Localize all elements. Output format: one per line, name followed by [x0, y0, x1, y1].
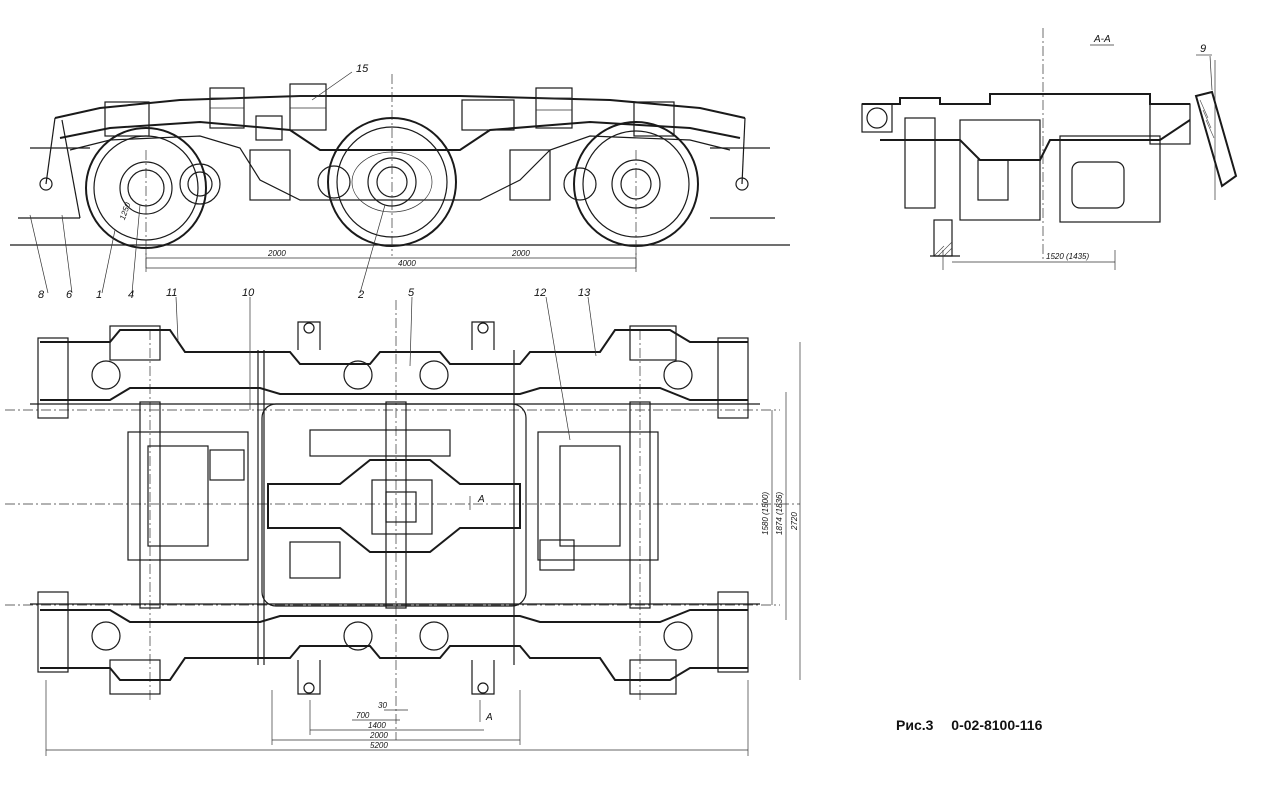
dim-plan-1874: 1874 (1836): [775, 492, 784, 535]
part-label-5: 5: [408, 287, 415, 299]
dim-side-left: 2000: [267, 249, 286, 258]
dim-wheel-diameter: 1250: [118, 201, 133, 221]
part-label-10: 10: [242, 287, 255, 299]
plan-view: A A 30 700 1400 2000 5200 1580 (1500) 18…: [5, 287, 801, 756]
part-label-6: 6: [66, 289, 73, 301]
section-a-a-view: A-A 1520 (1435) 9: [861, 28, 1238, 270]
dim-gauge: 1520 (1435): [1046, 252, 1089, 261]
part-label-12: 12: [534, 287, 546, 299]
dim-plan-700: 700: [356, 711, 370, 720]
side-elevation-view: 2000 2000 4000 1250 8 6 1 4 2 15: [10, 63, 790, 301]
figure-caption: Рис.3 0-02-8100-116: [896, 717, 1056, 733]
part-label-8: 8: [38, 289, 45, 301]
dim-plan-1580: 1580 (1500): [761, 492, 770, 535]
part-label-4: 4: [128, 289, 134, 301]
dim-side-right: 2000: [511, 249, 530, 258]
dim-side-total: 4000: [398, 259, 416, 268]
part-label-9: 9: [1200, 43, 1206, 55]
drawing-number: 0-02-8100-116: [951, 717, 1043, 733]
section-marker-a-top: A: [477, 494, 485, 505]
part-label-1: 1: [96, 289, 102, 301]
part-label-2: 2: [357, 289, 364, 301]
part-label-11: 11: [166, 287, 177, 299]
figure-number: Рис.3: [896, 717, 934, 733]
dim-plan-30: 30: [378, 701, 387, 710]
dim-plan-1400: 1400: [368, 721, 386, 730]
dim-plan-2000: 2000: [369, 731, 388, 740]
section-marker-a-bottom: A: [485, 712, 493, 723]
part-label-13: 13: [578, 287, 591, 299]
dim-plan-5200: 5200: [370, 741, 388, 750]
dim-plan-2720: 2720: [790, 512, 799, 531]
part-label-15: 15: [356, 63, 369, 75]
section-title: A-A: [1093, 34, 1111, 45]
